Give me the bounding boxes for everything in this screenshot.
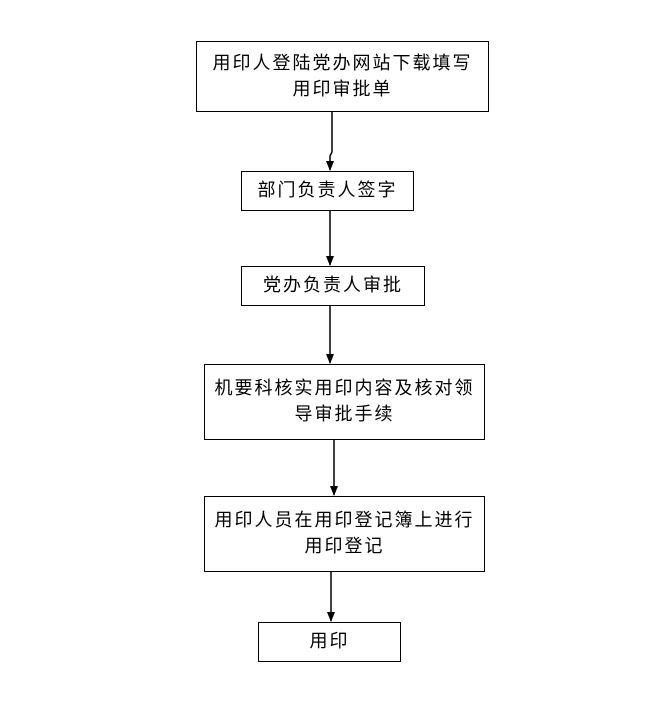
flow-step-3-party-office-approval: 党办负责人审批: [241, 266, 425, 306]
flow-step-1-download-form: 用印人登陆党办网站下载填写用印审批单: [196, 41, 489, 112]
flow-step-4-label: 机要科核实用印内容及核对领导审批手续: [214, 378, 475, 425]
flow-step-5-label: 用印人员在用印登记簿上进行用印登记: [214, 510, 475, 557]
flow-step-3-label: 党办负责人审批: [263, 275, 403, 296]
flow-step-4-confidential-section-verify: 机要科核实用印内容及核对领导审批手续: [204, 364, 485, 440]
flow-step-1-label: 用印人登陆党办网站下载填写用印审批单: [212, 52, 473, 100]
flow-step-6-apply-seal: 用印: [258, 622, 401, 662]
flow-step-2-label: 部门负责人签字: [257, 180, 398, 201]
flow-step-5-seal-registration: 用印人员在用印登记簿上进行用印登记: [204, 496, 485, 572]
arrow-step1-to-step2: [326, 112, 334, 171]
flow-step-2-department-head-sign: 部门负责人签字: [241, 171, 414, 211]
flow-step-6-label: 用印: [309, 631, 350, 652]
